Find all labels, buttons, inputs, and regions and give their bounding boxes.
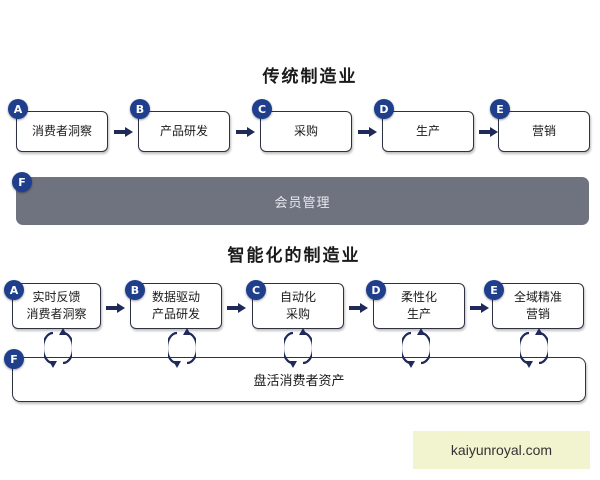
- flow-arrow: [236, 127, 256, 137]
- step-badge-d: D: [366, 280, 386, 300]
- flow-arrow: [358, 127, 378, 137]
- traditional-step-b: 产品研发: [138, 111, 230, 152]
- traditional-step-e: 营销: [498, 111, 590, 152]
- smart-step-a: 实时反馈 消费者洞察: [12, 283, 101, 329]
- smart-step-b: 数据驱动 产品研发: [130, 283, 222, 329]
- member-management-bar: 会员管理: [16, 177, 589, 225]
- step-badge-f: F: [4, 349, 24, 369]
- step-label: 营销: [531, 124, 556, 138]
- circular-arrows-icon: [284, 328, 312, 368]
- watermark-text: kaiyunroyal.com: [450, 442, 553, 458]
- watermark: kaiyunroyal.com: [413, 431, 590, 469]
- step-badge-b: B: [125, 280, 145, 300]
- flow-arrow: [227, 303, 247, 313]
- step-badge-c: C: [246, 280, 266, 300]
- step-badge-c: C: [252, 99, 272, 119]
- flow-arrow: [470, 303, 490, 313]
- step-badge-f: F: [12, 172, 32, 192]
- circular-arrows-icon: [402, 328, 430, 368]
- step-label: 数据驱动 产品研发: [151, 290, 200, 321]
- traditional-step-a: 消费者洞察: [16, 111, 108, 152]
- step-badge-e: E: [490, 99, 510, 119]
- traditional-title: 传统制造业: [262, 67, 358, 87]
- step-badge-a: A: [8, 99, 28, 119]
- smart-step-d: 柔性化 生产: [373, 283, 465, 329]
- smart-step-c: 自动化 采购: [252, 283, 344, 329]
- step-badge-e: E: [484, 280, 504, 300]
- consumer-assets-bar: 盘活消费者资产: [12, 357, 586, 402]
- flow-arrow: [349, 303, 369, 313]
- step-label: 生产: [415, 124, 440, 138]
- step-label: 产品研发: [159, 124, 208, 138]
- step-badge-b: B: [130, 99, 150, 119]
- flow-arrow: [479, 127, 499, 137]
- consumer-assets-label: 盘活消费者资产: [253, 374, 345, 389]
- circular-arrows-icon: [520, 328, 548, 368]
- flow-arrow: [114, 127, 134, 137]
- traditional-step-d: 生产: [382, 111, 474, 152]
- member-management-label: 会员管理: [274, 195, 331, 211]
- flow-arrow: [106, 303, 126, 313]
- step-badge-d: D: [374, 99, 394, 119]
- step-label: 全域精准 营销: [513, 290, 562, 321]
- smart-title: 智能化的制造业: [227, 246, 361, 266]
- step-badge-a: A: [4, 280, 24, 300]
- step-label: 自动化 采购: [279, 290, 316, 321]
- circular-arrows-icon: [44, 328, 72, 368]
- circular-arrows-icon: [168, 328, 196, 368]
- step-label: 采购: [293, 124, 318, 138]
- traditional-step-c: 采购: [260, 111, 352, 152]
- step-label: 消费者洞察: [31, 124, 92, 138]
- step-label: 柔性化 生产: [400, 290, 437, 321]
- smart-step-e: 全域精准 营销: [492, 283, 584, 329]
- step-label: 实时反馈 消费者洞察: [26, 290, 87, 321]
